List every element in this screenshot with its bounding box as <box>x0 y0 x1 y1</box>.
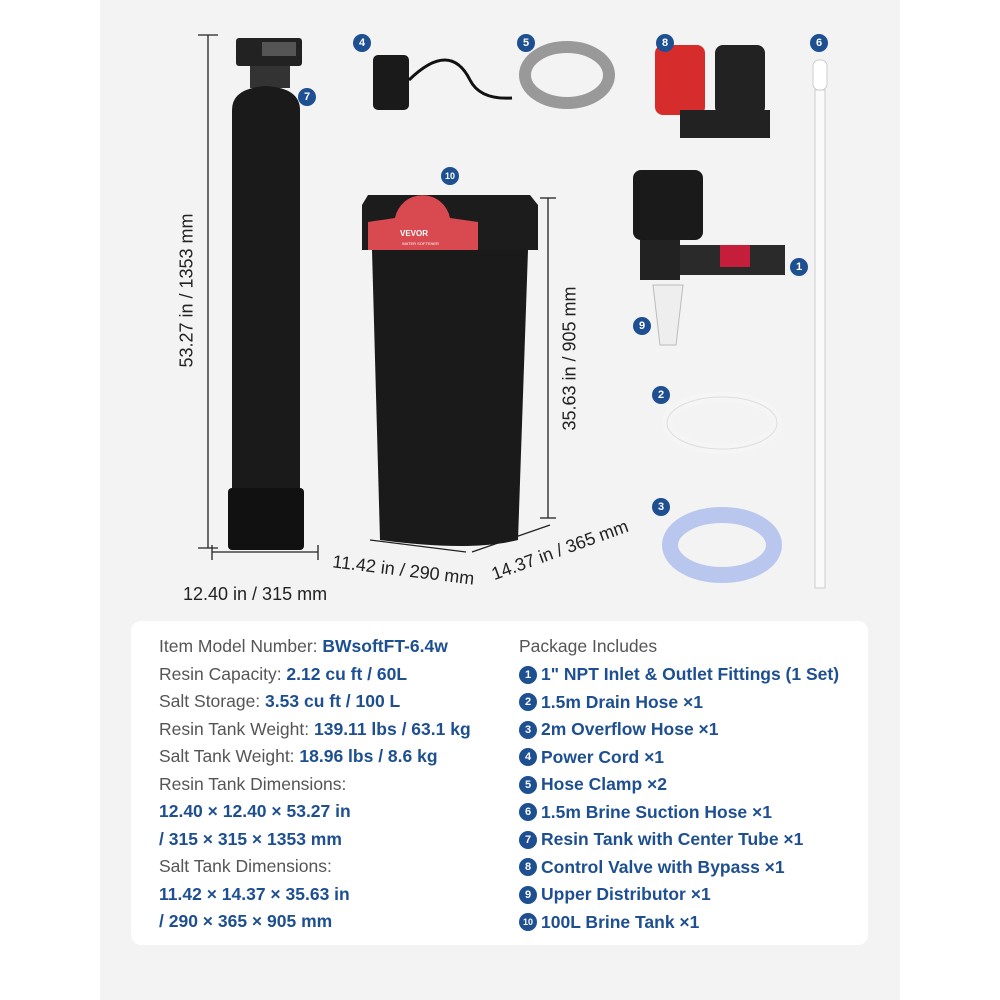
number-badge-icon: 2 <box>519 693 537 711</box>
package-item-text: Hose Clamp ×2 <box>541 774 667 794</box>
package-item-text: 100L Brine Tank ×1 <box>541 911 700 932</box>
overflow-hose <box>662 507 782 583</box>
spec-card: Item Model Number: BWsoftFT-6.4w Resin C… <box>131 621 868 945</box>
drain-hose <box>662 392 782 454</box>
spec-resin-capacity: Resin Capacity: 2.12 cu ft / 60L <box>159 664 408 684</box>
resin-tank <box>228 38 304 550</box>
package-item-text: 1.5m Brine Suction Hose ×1 <box>541 801 772 822</box>
badge-5: 5 <box>517 34 535 52</box>
spec-resin-dim-mm: / 315 × 315 × 1353 mm <box>159 829 342 849</box>
spec-resin-dimensions: Resin Tank Dimensions: <box>159 774 347 794</box>
spec-salt-dim-mm: / 290 × 365 × 905 mm <box>159 911 333 931</box>
resin-height-label: 53.27 in / 1353 mm <box>176 213 197 368</box>
spec-resin-dim-in: 12.40 × 12.40 × 53.27 in <box>159 801 351 821</box>
badge-6: 6 <box>810 34 828 52</box>
package-item-text: Power Cord ×1 <box>541 746 665 767</box>
badge-2: 2 <box>652 386 670 404</box>
brand-logo: VEVOR <box>400 229 429 238</box>
badge-1: 1 <box>790 258 808 276</box>
spec-salt-weight: Salt Tank Weight: 18.96 lbs / 8.6 kg <box>159 746 438 766</box>
number-badge-icon: 9 <box>519 885 537 904</box>
badge-9: 9 <box>633 317 651 335</box>
number-badge-icon: 4 <box>519 748 537 766</box>
brine-suction-tube <box>812 59 828 589</box>
package-item-text: Control Valve with Bypass ×1 <box>541 856 785 877</box>
badge-8: 8 <box>656 34 674 52</box>
spec-salt-dimensions: Salt Tank Dimensions: <box>159 856 332 876</box>
number-badge-icon: 6 <box>519 803 537 821</box>
product-illustration <box>198 34 828 589</box>
brine-tank <box>362 195 538 546</box>
package-item-text: 1.5m Drain Hose ×1 <box>541 691 703 712</box>
spec-model: Item Model Number: BWsoftFT-6.4w <box>159 636 448 656</box>
spec-salt-storage: Salt Storage: 3.53 cu ft / 100 L <box>159 691 401 711</box>
badge-4: 4 <box>353 34 371 52</box>
badge-7: 7 <box>298 88 316 106</box>
number-badge-icon: 5 <box>519 775 537 794</box>
power-cord <box>373 55 513 110</box>
badge-3: 3 <box>652 498 670 516</box>
package-item-text: 2m Overflow Hose ×1 <box>541 719 719 739</box>
number-badge-icon: 1 <box>519 665 537 684</box>
package-title: Package Includes <box>519 636 658 656</box>
spec-salt-dim-in: 11.42 × 14.37 × 35.63 in <box>159 884 350 904</box>
brand-subtitle: WATER SOFTENER <box>402 241 439 246</box>
hose-clamp <box>519 41 615 109</box>
number-badge-icon: 10 <box>519 913 537 931</box>
package-item-text: Resin Tank with Center Tube ×1 <box>541 829 804 849</box>
bypass-valve <box>655 45 770 138</box>
number-badge-icon: 8 <box>519 858 537 876</box>
package-item-text: Upper Distributor ×1 <box>541 884 711 904</box>
number-badge-icon: 7 <box>519 830 537 849</box>
control-valve <box>633 170 785 346</box>
resin-width-label: 12.40 in / 315 mm <box>183 584 328 604</box>
number-badge-icon: 3 <box>519 720 537 739</box>
spec-resin-weight: Resin Tank Weight: 139.11 lbs / 63.1 kg <box>159 719 471 739</box>
salt-height-label: 35.63 in / 905 mm <box>559 286 580 431</box>
package-item-text: 1" NPT Inlet & Outlet Fittings (1 Set) <box>541 664 840 684</box>
badge-10: 10 <box>441 167 459 185</box>
